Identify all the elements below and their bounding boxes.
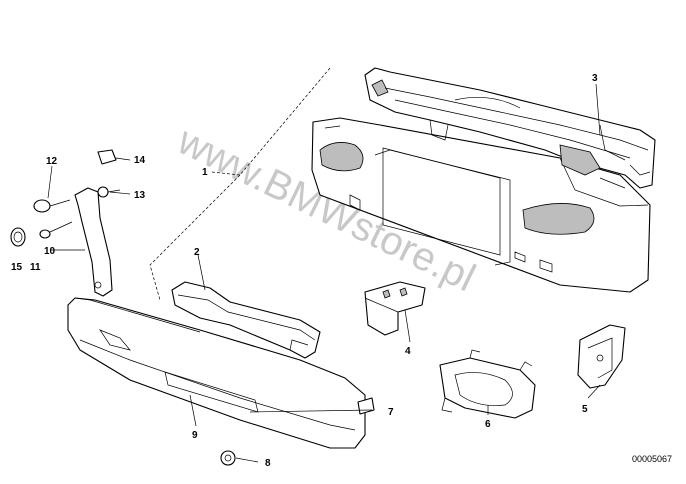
support-bracket-part-2 <box>171 281 321 359</box>
headlight-frame-part-6 <box>439 349 536 419</box>
fastener-13-screw <box>97 186 121 198</box>
fastener-15-cap <box>10 227 26 247</box>
callout-12: 12 <box>46 156 58 167</box>
callout-13: 13 <box>134 190 146 201</box>
callout-5: 5 <box>582 404 588 415</box>
fastener-14-clip <box>97 149 117 165</box>
callout-4: 4 <box>405 346 411 357</box>
callout-1: 1 <box>202 167 208 178</box>
callout-11: 11 <box>30 262 41 273</box>
callout-14: 14 <box>134 155 146 166</box>
fastener-11-washer <box>39 221 73 239</box>
small-bracket-part-4 <box>364 281 426 336</box>
callout-6: 6 <box>485 419 491 430</box>
callout-15: 15 <box>11 262 23 273</box>
callout-8: 8 <box>265 458 271 469</box>
callout-3: 3 <box>592 73 598 84</box>
callout-labels: 1 2 3 4 5 6 7 8 9 10 11 12 13 14 15 <box>11 73 598 469</box>
callout-10: 10 <box>44 246 56 257</box>
corner-bracket-part-5 <box>577 324 626 389</box>
fastener-8-nut <box>220 450 236 466</box>
leader-lines <box>47 67 601 463</box>
document-number: 00005067 <box>632 454 672 464</box>
callout-7: 7 <box>388 407 394 418</box>
side-bracket-part-10 <box>74 187 113 297</box>
lower-spoiler-part-9 <box>67 297 366 449</box>
callout-2: 2 <box>194 247 200 258</box>
fastener-12-screw <box>33 199 71 213</box>
callout-9: 9 <box>192 430 198 441</box>
upper-carrier-part-3 <box>364 67 656 189</box>
